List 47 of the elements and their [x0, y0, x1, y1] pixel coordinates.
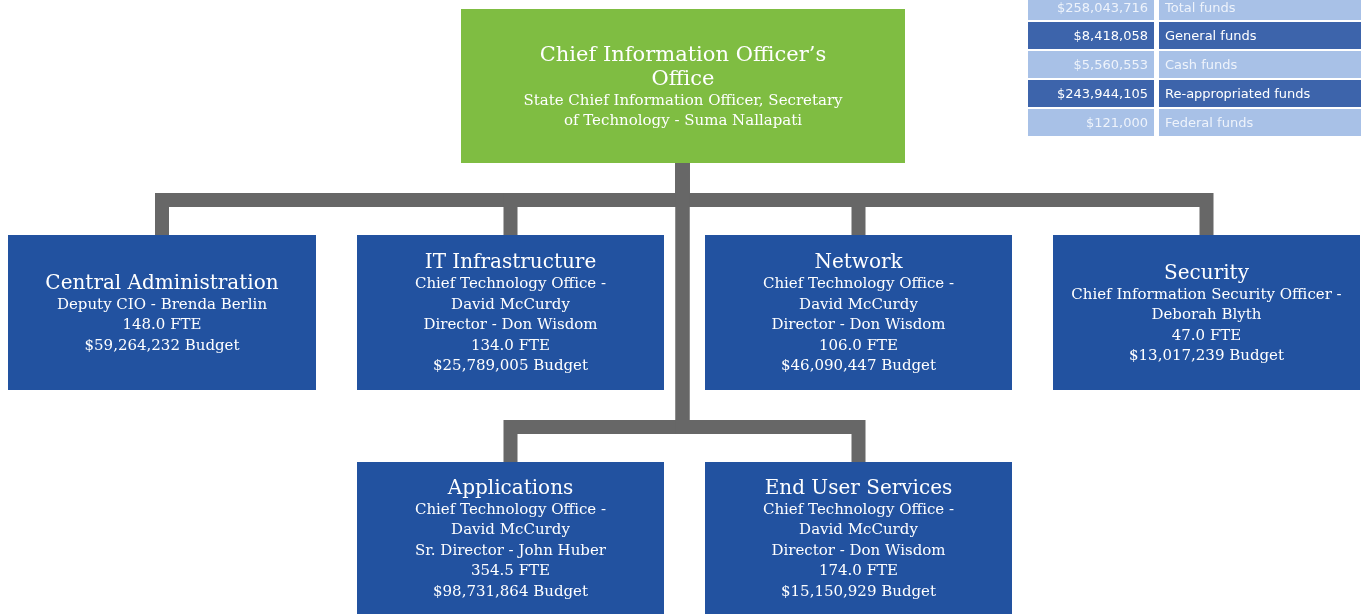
department-detail: $13,017,239 Budget	[1129, 345, 1284, 366]
department-detail: Chief Technology Office - David McCurdy	[413, 273, 608, 315]
department-box	[357, 462, 664, 614]
department-box	[1053, 235, 1360, 390]
department-detail: Director - Don Wisdom	[423, 314, 598, 335]
department-detail: Chief Technology Office - David McCurdy	[761, 273, 956, 315]
department-title: End User Services	[764, 474, 953, 499]
department-detail: $98,731,864 Budget	[433, 580, 588, 602]
table-cell: Cash funds	[1159, 51, 1361, 78]
department-title: Central Administration	[45, 269, 279, 294]
department-detail: 106.0 FTE	[818, 334, 899, 356]
department-detail: 148.0 FTE	[122, 314, 202, 335]
department-detail: Chief Technology Office - David McCurdy	[761, 498, 956, 540]
department-detail: $25,789,005 Budget	[433, 355, 588, 376]
department-detail: Director - Don Wisdom	[771, 314, 946, 335]
department-box	[357, 235, 664, 390]
department-detail: Sr. Director - John Huber	[415, 539, 606, 561]
department-title: Chief Information Officer’s Office	[538, 41, 828, 90]
department-detail: 134.0 FTE	[470, 334, 551, 356]
table-cell: Total funds	[1159, 0, 1361, 20]
department-detail: 47.0 FTE	[1171, 324, 1242, 345]
department-detail: State Chief Information Officer, Secretary of Technology - Suma Nallapati	[522, 89, 844, 131]
table-cell: $5,560,553	[1028, 51, 1154, 78]
department-detail: Director - Don Wisdom	[771, 539, 946, 561]
department-title: IT Infrastructure	[424, 249, 597, 274]
table-cell: $121,000	[1028, 109, 1154, 136]
department-detail: 174.0 FTE	[818, 560, 899, 581]
department-title: Network	[814, 249, 903, 274]
table-cell: $8,418,058	[1028, 22, 1154, 49]
department-title: Applications	[447, 474, 574, 499]
department-box	[705, 462, 1012, 614]
department-detail: $46,090,447 Budget	[781, 355, 936, 376]
department-detail: Chief Technology Office - David McCurdy	[413, 498, 608, 540]
department-detail: $59,264,232 Budget	[84, 334, 240, 356]
table-cell: General funds	[1159, 22, 1361, 49]
department-detail: $15,150,929 Budget	[781, 580, 936, 602]
table-cell: $258,043,716	[1028, 0, 1154, 20]
office-box	[461, 9, 905, 163]
department-box	[705, 235, 1012, 390]
department-detail: Chief Information Security Officer -Deborah Blyth	[1070, 283, 1343, 325]
table-cell: $243,944,105	[1028, 80, 1154, 107]
department-title: Security	[1164, 259, 1249, 284]
department-detail: Deputy CIO - Brenda Berlin	[56, 293, 268, 315]
table-cell: Re-appropriated funds	[1159, 80, 1361, 107]
table-cell: Federal funds	[1159, 109, 1361, 136]
department-detail: 354.5 FTE	[470, 560, 551, 581]
department-box	[8, 235, 316, 390]
